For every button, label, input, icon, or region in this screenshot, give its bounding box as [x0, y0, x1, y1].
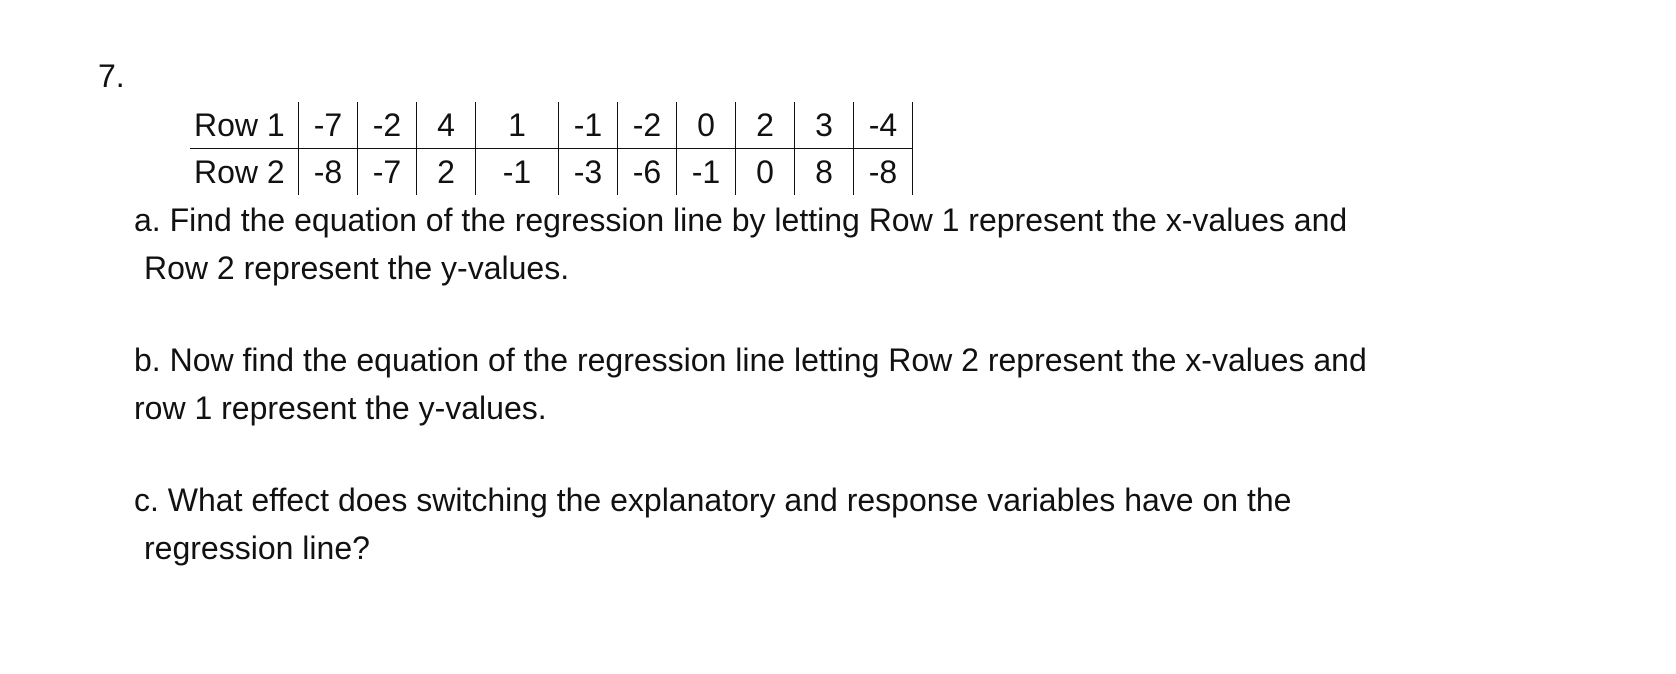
row-label: Row 2 — [190, 148, 299, 195]
table-cell: 8 — [794, 148, 854, 195]
table-cell: -6 — [617, 148, 677, 195]
question-b: b. Now find the equation of the regressi… — [134, 336, 1634, 432]
table-cell: 2 — [735, 102, 795, 149]
problem-number: 7. — [98, 58, 125, 94]
question-c: c. What effect does switching the explan… — [134, 476, 1614, 572]
table-cell: 3 — [794, 102, 854, 149]
question-b-line1: b. Now find the equation of the regressi… — [134, 342, 1367, 378]
table-cell: 2 — [416, 148, 476, 195]
question-c-line2: regression line? — [134, 524, 1614, 572]
question-a-line2: Row 2 represent the y-values. — [134, 244, 1614, 292]
table-cell: -4 — [853, 102, 913, 149]
question-a-line1: a. Find the equation of the regression l… — [134, 202, 1348, 238]
table-cell: -3 — [558, 148, 618, 195]
question-b-line2: row 1 represent the y-values. — [134, 390, 547, 426]
table-cell: -8 — [298, 148, 358, 195]
question-a-line2-text: Row 2 represent the y-values. — [144, 250, 570, 286]
table-cell: 1 — [475, 102, 559, 149]
table-cell: -8 — [853, 148, 913, 195]
question-c-line1: c. What effect does switching the explan… — [134, 482, 1292, 518]
table-cell: -7 — [357, 148, 417, 195]
table-cell: -7 — [298, 102, 358, 149]
table-row: Row 1 -7 -2 4 1 -1 -2 0 2 3 -4 — [190, 102, 913, 149]
table-cell: -1 — [475, 148, 559, 195]
table-row: Row 2 -8 -7 2 -1 -3 -6 -1 0 8 -8 — [190, 148, 913, 195]
table-cell: 0 — [676, 102, 736, 149]
table-cell: 0 — [735, 148, 795, 195]
row-label: Row 1 — [190, 102, 299, 149]
question-a: a. Find the equation of the regression l… — [134, 196, 1614, 292]
table-cell: -2 — [617, 102, 677, 149]
table-cell: -2 — [357, 102, 417, 149]
table-cell: -1 — [676, 148, 736, 195]
question-c-line2-text: regression line? — [144, 530, 370, 566]
table-cell: -1 — [558, 102, 618, 149]
data-table: Row 1 -7 -2 4 1 -1 -2 0 2 3 -4 Row 2 -8 … — [190, 102, 913, 195]
table-cell: 4 — [416, 102, 476, 149]
